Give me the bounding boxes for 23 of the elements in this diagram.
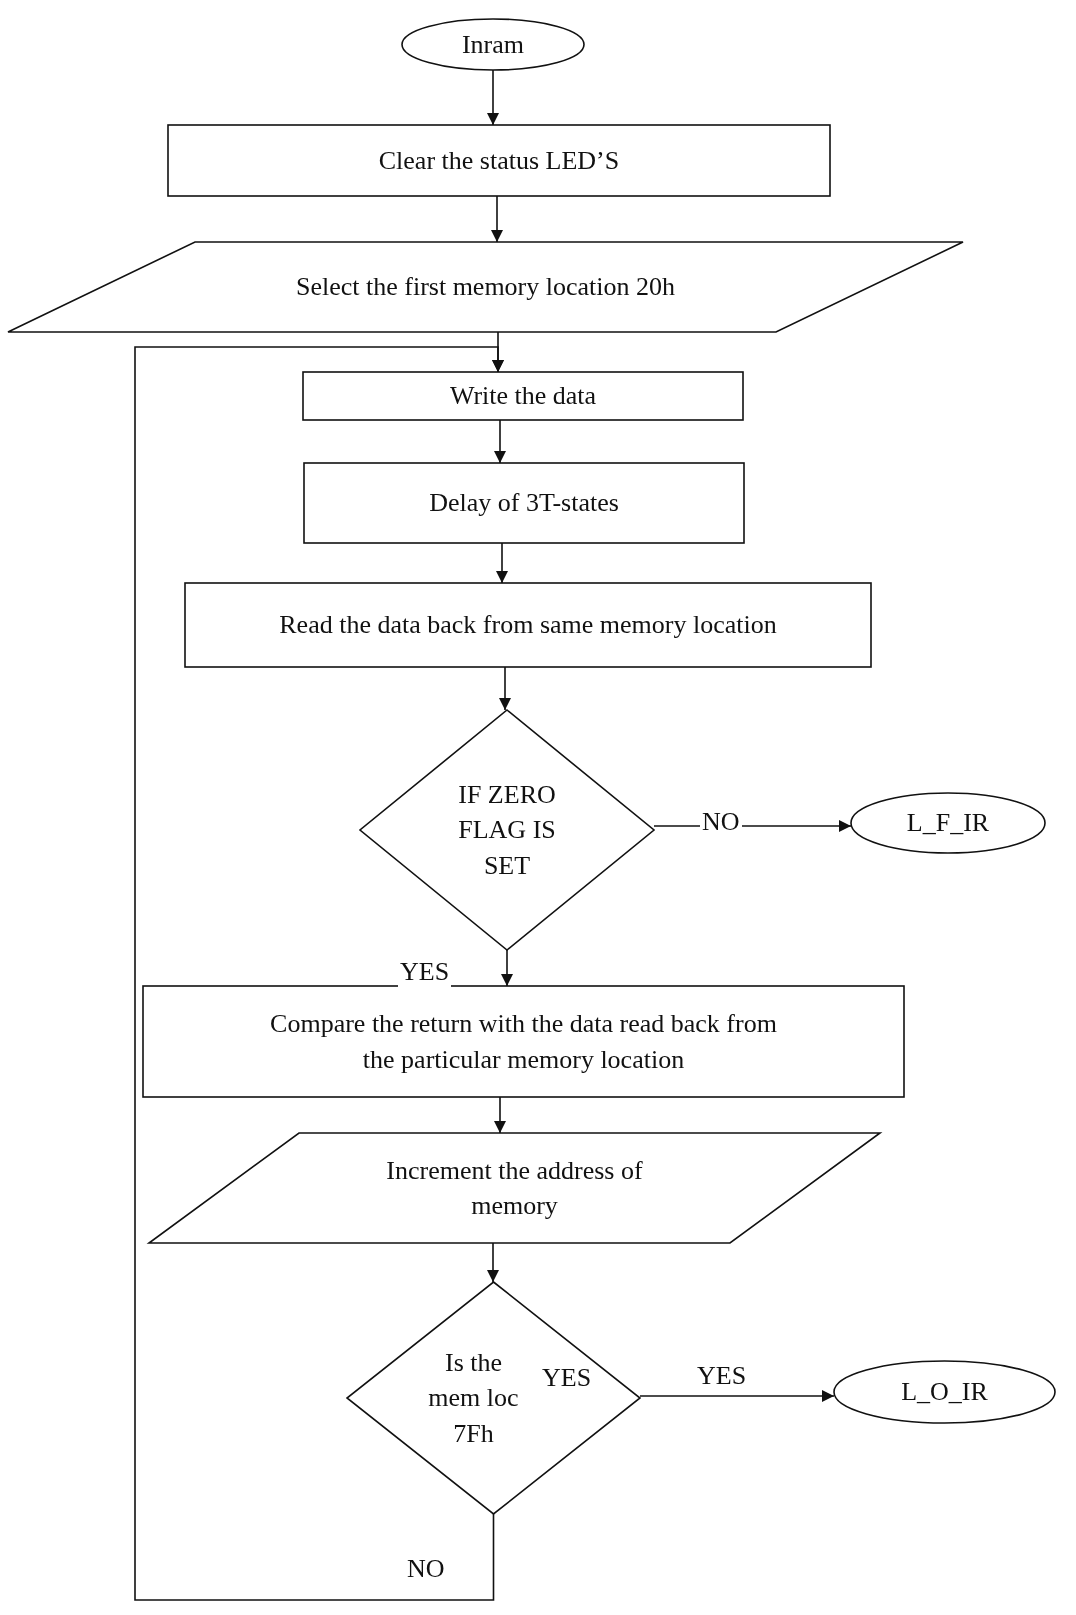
arrow <box>639 1390 835 1402</box>
arrow <box>499 666 511 711</box>
node-text: Select the first memory location 20h <box>295 271 676 304</box>
node-text: Clear the status LED’S <box>378 144 620 177</box>
node-text: IF ZERO FLAG IS SET <box>457 779 557 882</box>
arrow <box>496 542 508 584</box>
arrow <box>487 1242 499 1283</box>
node-text: Compare the return with the data read back from the particular memory location <box>269 1008 778 1076</box>
node-text: Delay of 3T-states <box>429 487 619 520</box>
arrow <box>494 419 506 464</box>
arrow <box>501 949 513 987</box>
note-label: YES <box>541 1364 593 1393</box>
node-text: Write the data <box>449 380 597 413</box>
node-text: L_F_IR <box>906 807 990 840</box>
node-text: L_O_IR <box>901 1376 988 1409</box>
arrow <box>491 195 503 243</box>
node-text: Read the data back from same memory location <box>279 609 777 642</box>
arrow <box>494 1096 506 1134</box>
node-text: Increment the address of memory <box>385 1154 644 1222</box>
arrow <box>134 346 504 1601</box>
node-text: Is the mem loc 7Fh <box>427 1347 520 1450</box>
node-text: Inram <box>461 28 525 61</box>
arrow <box>487 69 499 126</box>
